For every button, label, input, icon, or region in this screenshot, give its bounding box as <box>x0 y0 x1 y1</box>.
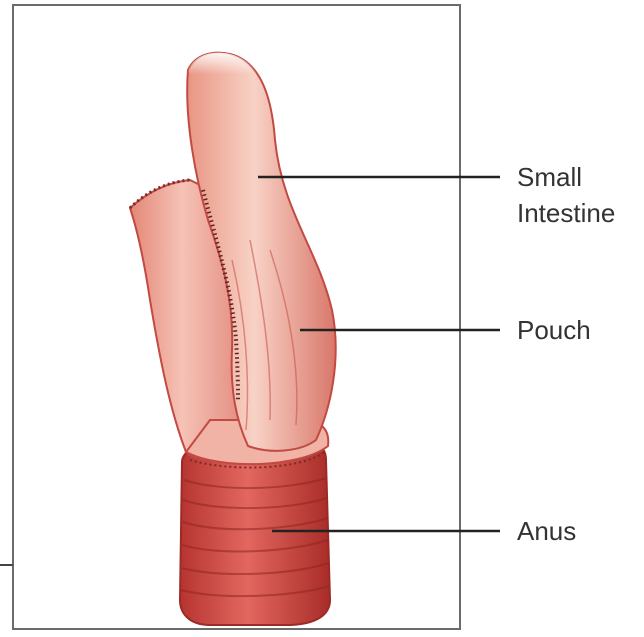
small-intestine-label: Small Intestine <box>517 159 615 231</box>
pouch-label: Pouch <box>517 312 591 348</box>
anus-label: Anus <box>517 513 576 549</box>
